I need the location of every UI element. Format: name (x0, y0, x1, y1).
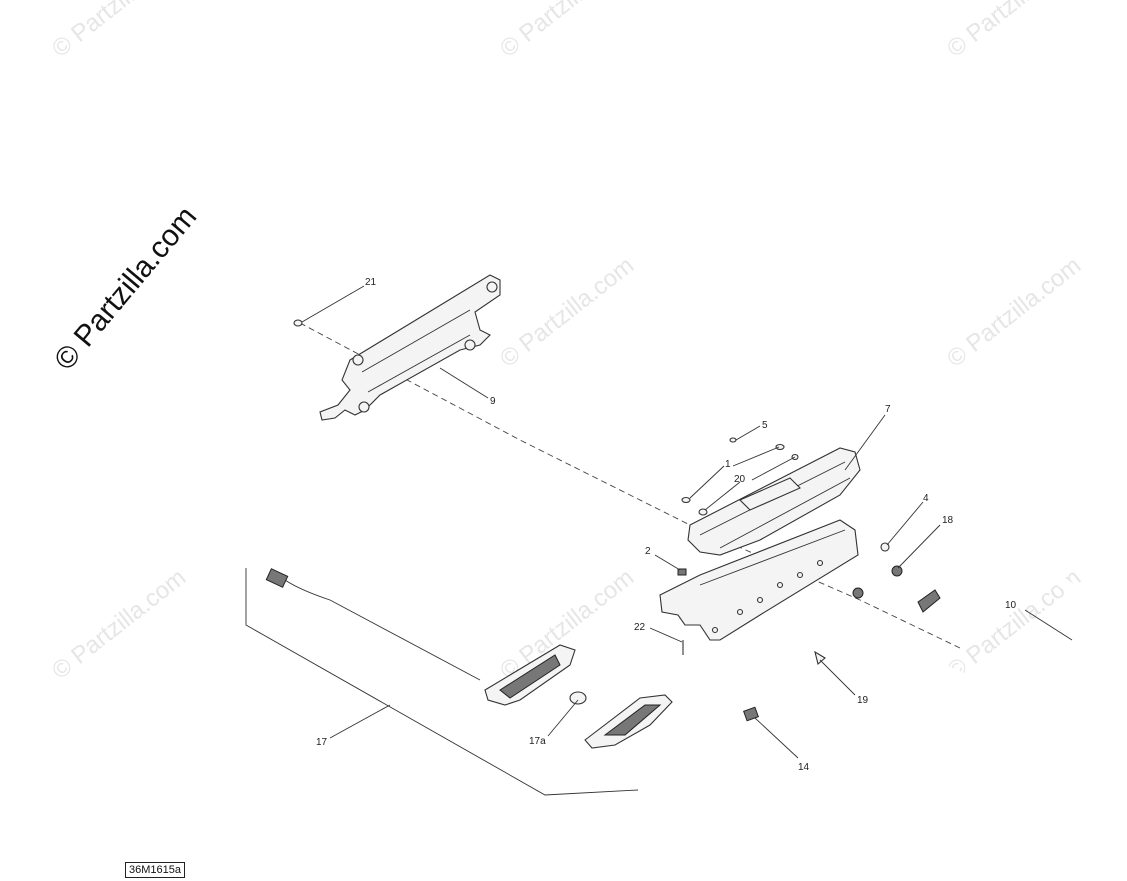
callout-19: 19 (857, 695, 869, 706)
watermark-top-left: © Partzilla.com (47, 0, 191, 63)
callout-4: 4 (923, 493, 929, 504)
diagram-reference-code: 36M1615a (125, 862, 185, 878)
watermark-low-left: © Partzilla.com (47, 564, 191, 685)
callout-9: 9 (490, 396, 496, 407)
lens (584, 694, 673, 749)
part-1-screw-upper (775, 443, 785, 451)
part-21-screw (293, 319, 303, 327)
part-17a-bulb (569, 691, 587, 705)
part-20-washer-lower (698, 508, 708, 516)
callout-7: 7 (885, 404, 891, 415)
callout-17a: 17a (529, 736, 546, 747)
watermarks: © Partzilla.com © Partzilla.com © Partzi… (47, 0, 1086, 685)
part-9-bracket (319, 274, 501, 421)
part-17-harness (265, 568, 576, 706)
callout-labels: 21 9 5 7 1 20 4 18 2 22 10 19 17 17a 14 (316, 277, 1017, 773)
watermark-large: © Partzilla.com (48, 200, 203, 376)
part-7-housing (687, 447, 861, 556)
grommet (852, 587, 864, 599)
watermark-top-center: © Partzilla.com (495, 0, 639, 63)
callout-1: 1 (725, 459, 731, 470)
callout-20: 20 (734, 474, 746, 485)
watermark-mid-right: © Partzilla.com (942, 252, 1086, 373)
part-2-mount (659, 519, 859, 641)
callout-17: 17 (316, 737, 328, 748)
hardware-bits (681, 437, 903, 665)
part-18-grommet (891, 565, 903, 577)
callout-10: 10 (1005, 600, 1017, 611)
leader-lines (301, 285, 1073, 759)
part-5-screw (729, 437, 737, 443)
part-10-handle-bar (764, 518, 1121, 698)
callout-18: 18 (942, 515, 954, 526)
callout-2: 2 (645, 546, 651, 557)
callout-14: 14 (798, 762, 810, 773)
watermark-top-right: © Partzilla.com (942, 0, 1086, 63)
callout-5: 5 (762, 420, 768, 431)
callout-21: 21 (365, 277, 377, 288)
part-19-clip (814, 650, 826, 665)
group-bracket-17 (245, 568, 639, 796)
callout-22: 22 (634, 622, 646, 633)
part-14-connector (743, 706, 759, 722)
watermark-mid-center: © Partzilla.com (495, 252, 639, 373)
part-1-screw-lower (681, 496, 691, 504)
